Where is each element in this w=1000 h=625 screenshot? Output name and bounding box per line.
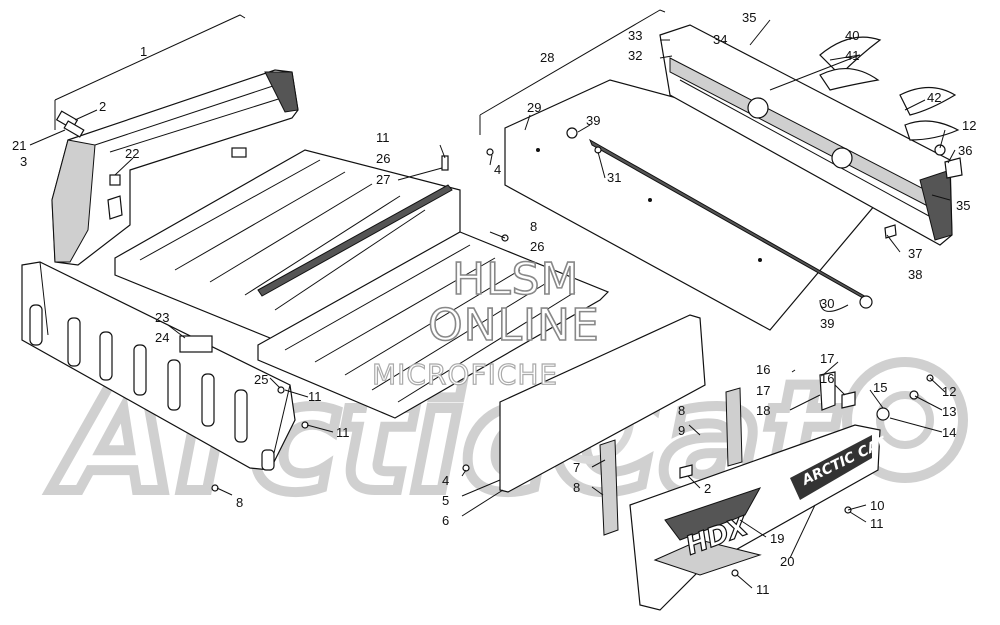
- callout-32: 32: [628, 48, 642, 63]
- callout-42: 42: [927, 90, 941, 105]
- callout-16: 16: [756, 362, 770, 377]
- watermark: HLSM ONLINE MICROFICHE: [371, 253, 600, 391]
- callout-11d: 11: [870, 516, 884, 531]
- callout-labels: 1 2 21 3 22 11 26 27 8 26 28 29 4 33 32 …: [12, 10, 976, 597]
- callout-11: 11: [376, 130, 390, 145]
- callout-33: 33: [628, 28, 642, 43]
- callout-12: 12: [962, 118, 976, 133]
- callout-2b: 2: [704, 481, 711, 496]
- callout-27: 27: [376, 172, 390, 187]
- bed-floor-left: [114, 149, 461, 341]
- bed-floor-right: [257, 231, 610, 419]
- callout-39b: 39: [820, 316, 834, 331]
- callout-36: 36: [958, 143, 972, 158]
- watermark-line1: HLSM: [452, 254, 580, 305]
- callout-18: 18: [756, 403, 770, 418]
- callout-31: 31: [607, 170, 621, 185]
- watermark-line2: ONLINE: [428, 300, 600, 351]
- front-wall-label-plate: [179, 335, 213, 353]
- callout-40: 40: [845, 28, 859, 43]
- callout-34: 34: [713, 32, 727, 47]
- front-wall-ribs: [29, 304, 275, 471]
- left-bed-side-panel: [51, 69, 299, 266]
- callout-11c: 11: [336, 425, 350, 440]
- callout-28: 28: [540, 50, 554, 65]
- callout-38: 38: [908, 267, 922, 282]
- callout-25: 25: [254, 372, 268, 387]
- callout-29: 29: [527, 100, 541, 115]
- callout-3: 3: [20, 154, 27, 169]
- callout-30: 30: [820, 296, 834, 311]
- callout-8: 8: [530, 219, 537, 234]
- bed-floor-seam-strip: [257, 184, 453, 297]
- tailgate-assembly: [659, 24, 953, 246]
- callout-15: 15: [873, 380, 887, 395]
- tailgate-decals: [819, 36, 960, 141]
- callout-23: 23: [155, 310, 169, 325]
- callout-35b: 35: [956, 198, 970, 213]
- callout-13: 13: [942, 404, 956, 419]
- callout-4: 4: [494, 162, 501, 177]
- callout-26: 26: [376, 151, 390, 166]
- leader-lines: [29, 9, 956, 589]
- callout-41: 41: [845, 48, 859, 63]
- callout-39: 39: [586, 113, 600, 128]
- callout-9: 9: [678, 423, 685, 438]
- logo-wheel-icon: [842, 357, 968, 483]
- callout-8d: 8: [573, 480, 580, 495]
- callout-12b: 12: [942, 384, 956, 399]
- callout-21: 21: [12, 138, 26, 153]
- callout-11b: 11: [308, 389, 322, 404]
- callout-8c: 8: [678, 403, 685, 418]
- callout-2: 2: [99, 99, 106, 114]
- callout-37: 37: [908, 246, 922, 261]
- callout-8b: 8: [236, 495, 243, 510]
- callout-1: 1: [140, 44, 147, 59]
- callout-22: 22: [125, 146, 139, 161]
- callout-26b: 26: [530, 239, 544, 254]
- side-brackets: [599, 387, 743, 536]
- callout-20: 20: [780, 554, 794, 569]
- callout-5: 5: [442, 493, 449, 508]
- callout-19: 19: [770, 531, 784, 546]
- watermark-line3: MICROFICHE: [372, 358, 558, 391]
- callout-10: 10: [870, 498, 884, 513]
- callout-14: 14: [942, 425, 956, 440]
- callout-35: 35: [742, 10, 756, 25]
- front-bed-wall: [21, 261, 296, 471]
- callout-24: 24: [155, 330, 169, 345]
- callout-17b: 17: [756, 383, 770, 398]
- callout-7: 7: [573, 460, 580, 475]
- callout-16b: 16: [820, 371, 834, 386]
- callout-11e: 11: [756, 582, 770, 597]
- callout-4b: 4: [442, 473, 449, 488]
- callout-6: 6: [442, 513, 449, 528]
- callout-17: 17: [820, 351, 834, 366]
- latch-rod: [566, 127, 873, 309]
- right-side-inner-panel: [499, 314, 706, 493]
